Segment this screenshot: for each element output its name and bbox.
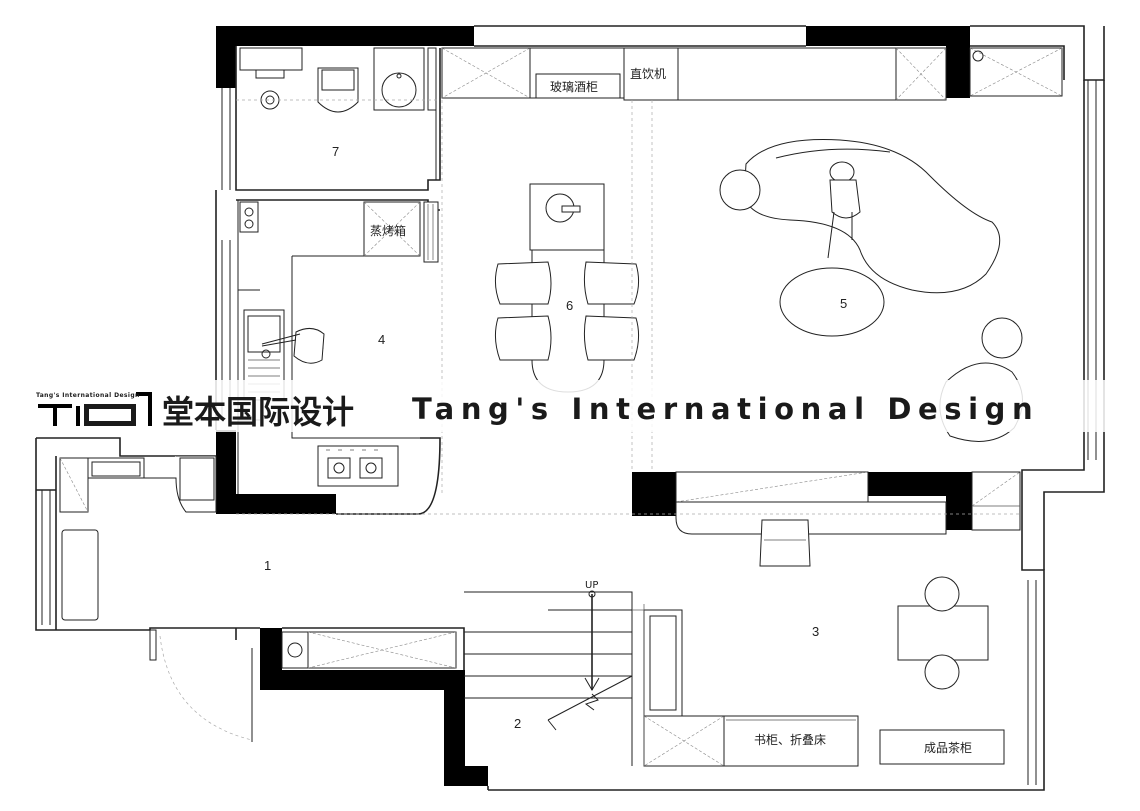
label-water-dispenser: 直饮机 [630,67,666,81]
room-number-6: 6 [566,298,573,313]
label-bookcase-folding-bed: 书柜、折叠床 [754,732,826,747]
label-glass-wine-cabinet: 玻璃酒柜 [550,80,598,94]
watermark: Tang's International Design 堂本国际设计 Tang'… [0,380,1140,432]
top-cabinets [441,47,1063,101]
entry-furniture [59,455,457,742]
label-tea-cabinet: 成品茶柜 [924,740,972,755]
tid-logo-icon [38,392,152,426]
room-number-4: 4 [378,332,385,347]
room-numbers: 1 2 3 4 5 6 7 [264,144,847,731]
walls [216,26,972,786]
room-number-7: 7 [332,144,339,159]
watermark-english-name: Tang's International Design [412,392,1039,426]
fixture-labels: 玻璃酒柜 直饮机 蒸烤箱 书柜、折叠床 成品茶柜 UP [370,67,972,755]
bar-counter [675,471,1021,567]
room-number-5: 5 [840,296,847,311]
bathroom-fixtures [239,47,437,113]
room-number-3: 3 [812,624,819,639]
watermark-caption: Tang's International Design [36,392,140,399]
kitchen-fixtures [239,201,439,487]
room-number-2: 2 [514,716,521,731]
watermark-chinese-name: 堂本国际设计 [162,393,354,431]
study-furniture [643,576,1005,767]
label-stair-up: UP [585,580,598,591]
label-steam-oven: 蒸烤箱 [370,223,406,238]
staircase [464,590,645,766]
dining-set [494,183,640,393]
room-number-1: 1 [264,558,271,573]
